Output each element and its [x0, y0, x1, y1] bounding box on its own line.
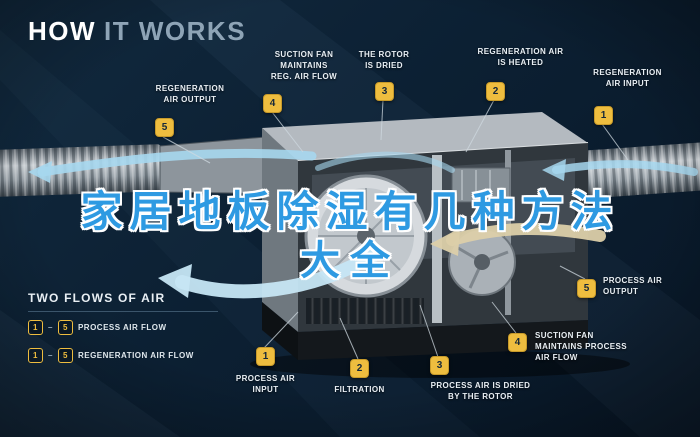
step-badge-3-process-dried: 3: [430, 356, 449, 375]
legend-separator: –: [48, 323, 53, 332]
title-it-works: IT WORKS: [104, 16, 247, 46]
label-regeneration-air-output: REGENERATION AIR OUTPUT: [155, 84, 225, 104]
legend-row-process: 1 – 5 PROCESS AIR FLOW: [28, 320, 167, 335]
label-regeneration-air-heated: REGENERATION AIR IS HEATED: [477, 47, 564, 67]
legend-divider: [28, 311, 218, 312]
overlay-chinese-title-line1: 家居地板除湿有几种方法: [80, 188, 620, 235]
legend-label-process-air-flow: PROCESS AIR FLOW: [77, 323, 167, 332]
legend-label-regeneration-air-flow: REGENERATION AIR FLOW: [77, 351, 194, 360]
step-badge-2-reg-heated: 2: [486, 82, 505, 101]
label-filtration: FILTRATION: [334, 385, 385, 394]
label-regeneration-air-input: REGENERATION AIR INPUT: [593, 68, 662, 88]
step-badge-4-suction-fan-process: 4: [508, 333, 527, 352]
step-badge-4-suction-fan-reg: 4: [263, 94, 282, 113]
step-badge-1-reg-input: 1: [594, 106, 613, 125]
legend-badge-from: 1: [28, 320, 43, 335]
step-badge-1-process-input: 1: [256, 347, 275, 366]
overlay-chinese-title-line2: 大全: [300, 239, 400, 283]
step-badge-3-rotor-dried: 3: [375, 82, 394, 101]
label-process-air-input: PROCESS AIR INPUT: [235, 374, 296, 394]
step-badge-5-regeneration-output: 5: [155, 118, 174, 137]
legend-separator: –: [48, 351, 53, 360]
label-suction-fan-process: SUCTION FAN MAINTAINS PROCESS AIR FLOW: [535, 331, 627, 362]
legend-badge-to: 5: [57, 320, 73, 335]
legend-badge-to: 5: [57, 348, 73, 363]
step-badge-5-process-output: 5: [577, 279, 596, 298]
label-rotor-is-dried: THE ROTOR IS DRIED: [358, 50, 410, 70]
title-how: HOW: [28, 16, 97, 46]
label-process-air-output: PROCESS AIR OUTPUT: [603, 276, 663, 296]
legend-row-regeneration: 1 – 5 REGENERATION AIR FLOW: [28, 348, 194, 363]
label-suction-fan-reg: SUCTION FAN MAINTAINS REG. AIR FLOW: [270, 50, 338, 81]
step-badge-2-filtration: 2: [350, 359, 369, 378]
label-process-air-dried: PROCESS AIR IS DRIED BY THE ROTOR: [430, 381, 531, 401]
legend-badge-from: 1: [28, 348, 43, 363]
legend-title: TWO FLOWS OF AIR: [28, 291, 166, 305]
